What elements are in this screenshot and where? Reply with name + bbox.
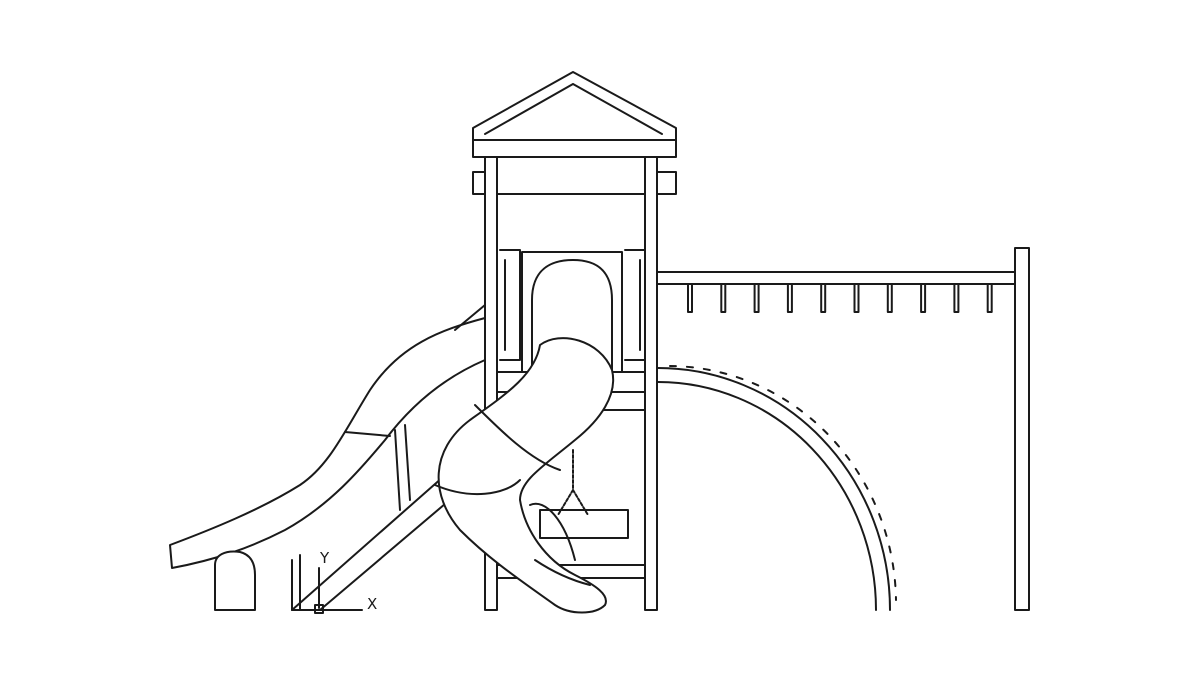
- ucs-axis-icon: Y X: [291, 549, 377, 614]
- tube-slide: [434, 337, 615, 614]
- wavy-slide: [169, 304, 486, 611]
- ucs-y-label: Y: [319, 549, 330, 567]
- monkey-bar-rung: [786, 283, 793, 313]
- monkey-bar-rung: [720, 283, 727, 313]
- monkey-bar-rung: [687, 283, 693, 313]
- monkey-bars: [656, 247, 1030, 611]
- monkey-bar-rung: [920, 283, 927, 313]
- monkey-bar-rung: [953, 283, 960, 313]
- ucs-x-label: X: [367, 595, 377, 613]
- monkey-bar-rung: [753, 283, 760, 313]
- monkey-bar-rung: [986, 283, 993, 313]
- monkey-bar-rung: [853, 283, 860, 313]
- monkey-bar-rung: [886, 283, 893, 313]
- arch-climber: [657, 365, 897, 611]
- monkey-bar-rung: [820, 283, 827, 313]
